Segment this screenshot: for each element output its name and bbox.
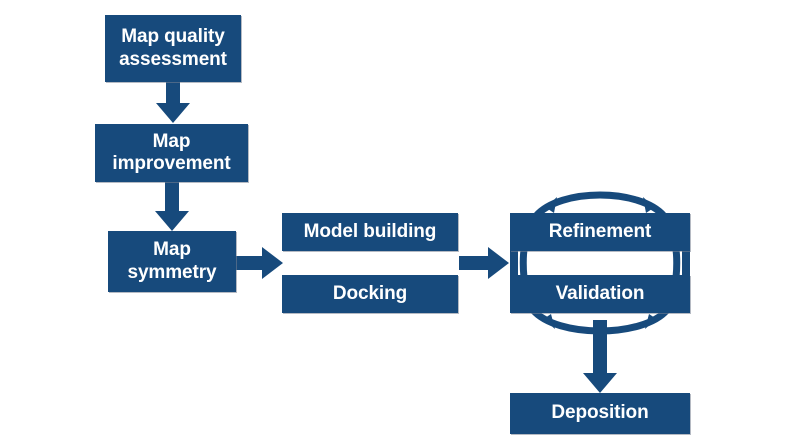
node-map-quality-assessment[interactable]: Map quality assessment [105,15,241,82]
node-model-building[interactable]: Model building [282,213,458,251]
node-label: Refinement [548,220,652,242]
node-label: Model building [303,220,437,242]
node-label: Map quality assessment [119,26,227,70]
arrow-improvement-to-symmetry [155,182,189,231]
arrow-symmetry-to-building [236,247,283,279]
refinement-validation-bridge-left [510,251,518,275]
node-validation[interactable]: Validation [510,275,690,313]
node-label: Map improvement [112,130,231,174]
node-map-symmetry[interactable]: Map symmetry [108,231,236,292]
node-map-improvement[interactable]: Map improvement [95,124,248,182]
node-label: Validation [555,282,645,304]
refinement-validation-bridge-right [682,251,690,275]
arrow-validation-to-deposition [583,320,617,393]
arrow-quality-to-improvement [156,82,190,123]
node-docking[interactable]: Docking [282,275,458,313]
node-label: Map symmetry [127,239,217,283]
arrow-building-to-refinement [459,247,509,279]
node-refinement[interactable]: Refinement [510,213,690,251]
node-label: Docking [332,282,408,304]
node-label: Deposition [551,402,649,424]
node-deposition[interactable]: Deposition [510,393,690,434]
